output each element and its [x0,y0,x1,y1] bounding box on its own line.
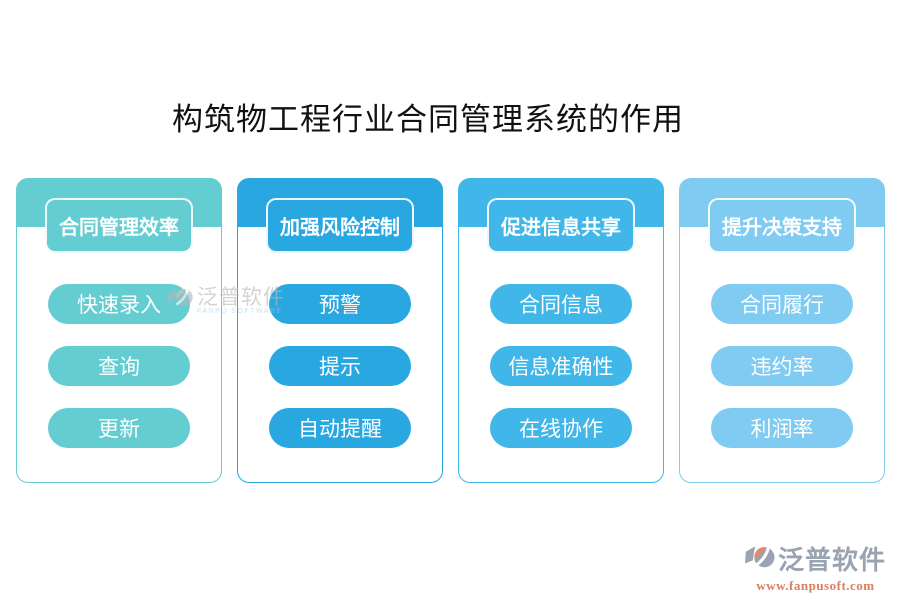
card-item: 违约率 [711,346,853,386]
card-item: 自动提醒 [269,408,411,448]
card-decision-support: 提升决策支持 合同履行 违约率 利润率 [679,178,885,483]
card-header: 合同管理效率 [45,198,193,253]
cards-row: 合同管理效率 快速录入 查询 更新 加强风险控制 预警 提示 自动提醒 促进信息… [16,178,885,483]
card-item: 利润率 [711,408,853,448]
brand-name: 泛普软件 [777,545,886,575]
card-item: 快速录入 [48,284,190,324]
brand-logo: 泛普软件 www.fanpusoft.com [744,544,886,594]
fanpu-logo-icon [744,544,776,577]
card-item: 预警 [269,284,411,324]
card-item: 提示 [269,346,411,386]
card-item: 合同履行 [711,284,853,324]
card-header: 加强风险控制 [266,198,414,253]
card-item: 信息准确性 [490,346,632,386]
card-item: 更新 [48,408,190,448]
page-title: 构筑物工程行业合同管理系统的作用 [172,102,684,137]
card-item: 查询 [48,346,190,386]
card-header: 提升决策支持 [708,198,856,253]
card-risk-control: 加强风险控制 预警 提示 自动提醒 [237,178,443,483]
card-information-sharing: 促进信息共享 合同信息 信息准确性 在线协作 [458,178,664,483]
card-contract-management-efficiency: 合同管理效率 快速录入 查询 更新 [16,178,222,483]
card-header: 促进信息共享 [487,198,635,253]
card-item: 在线协作 [490,408,632,448]
brand-url: www.fanpusoft.com [756,578,875,593]
card-item: 合同信息 [490,284,632,324]
